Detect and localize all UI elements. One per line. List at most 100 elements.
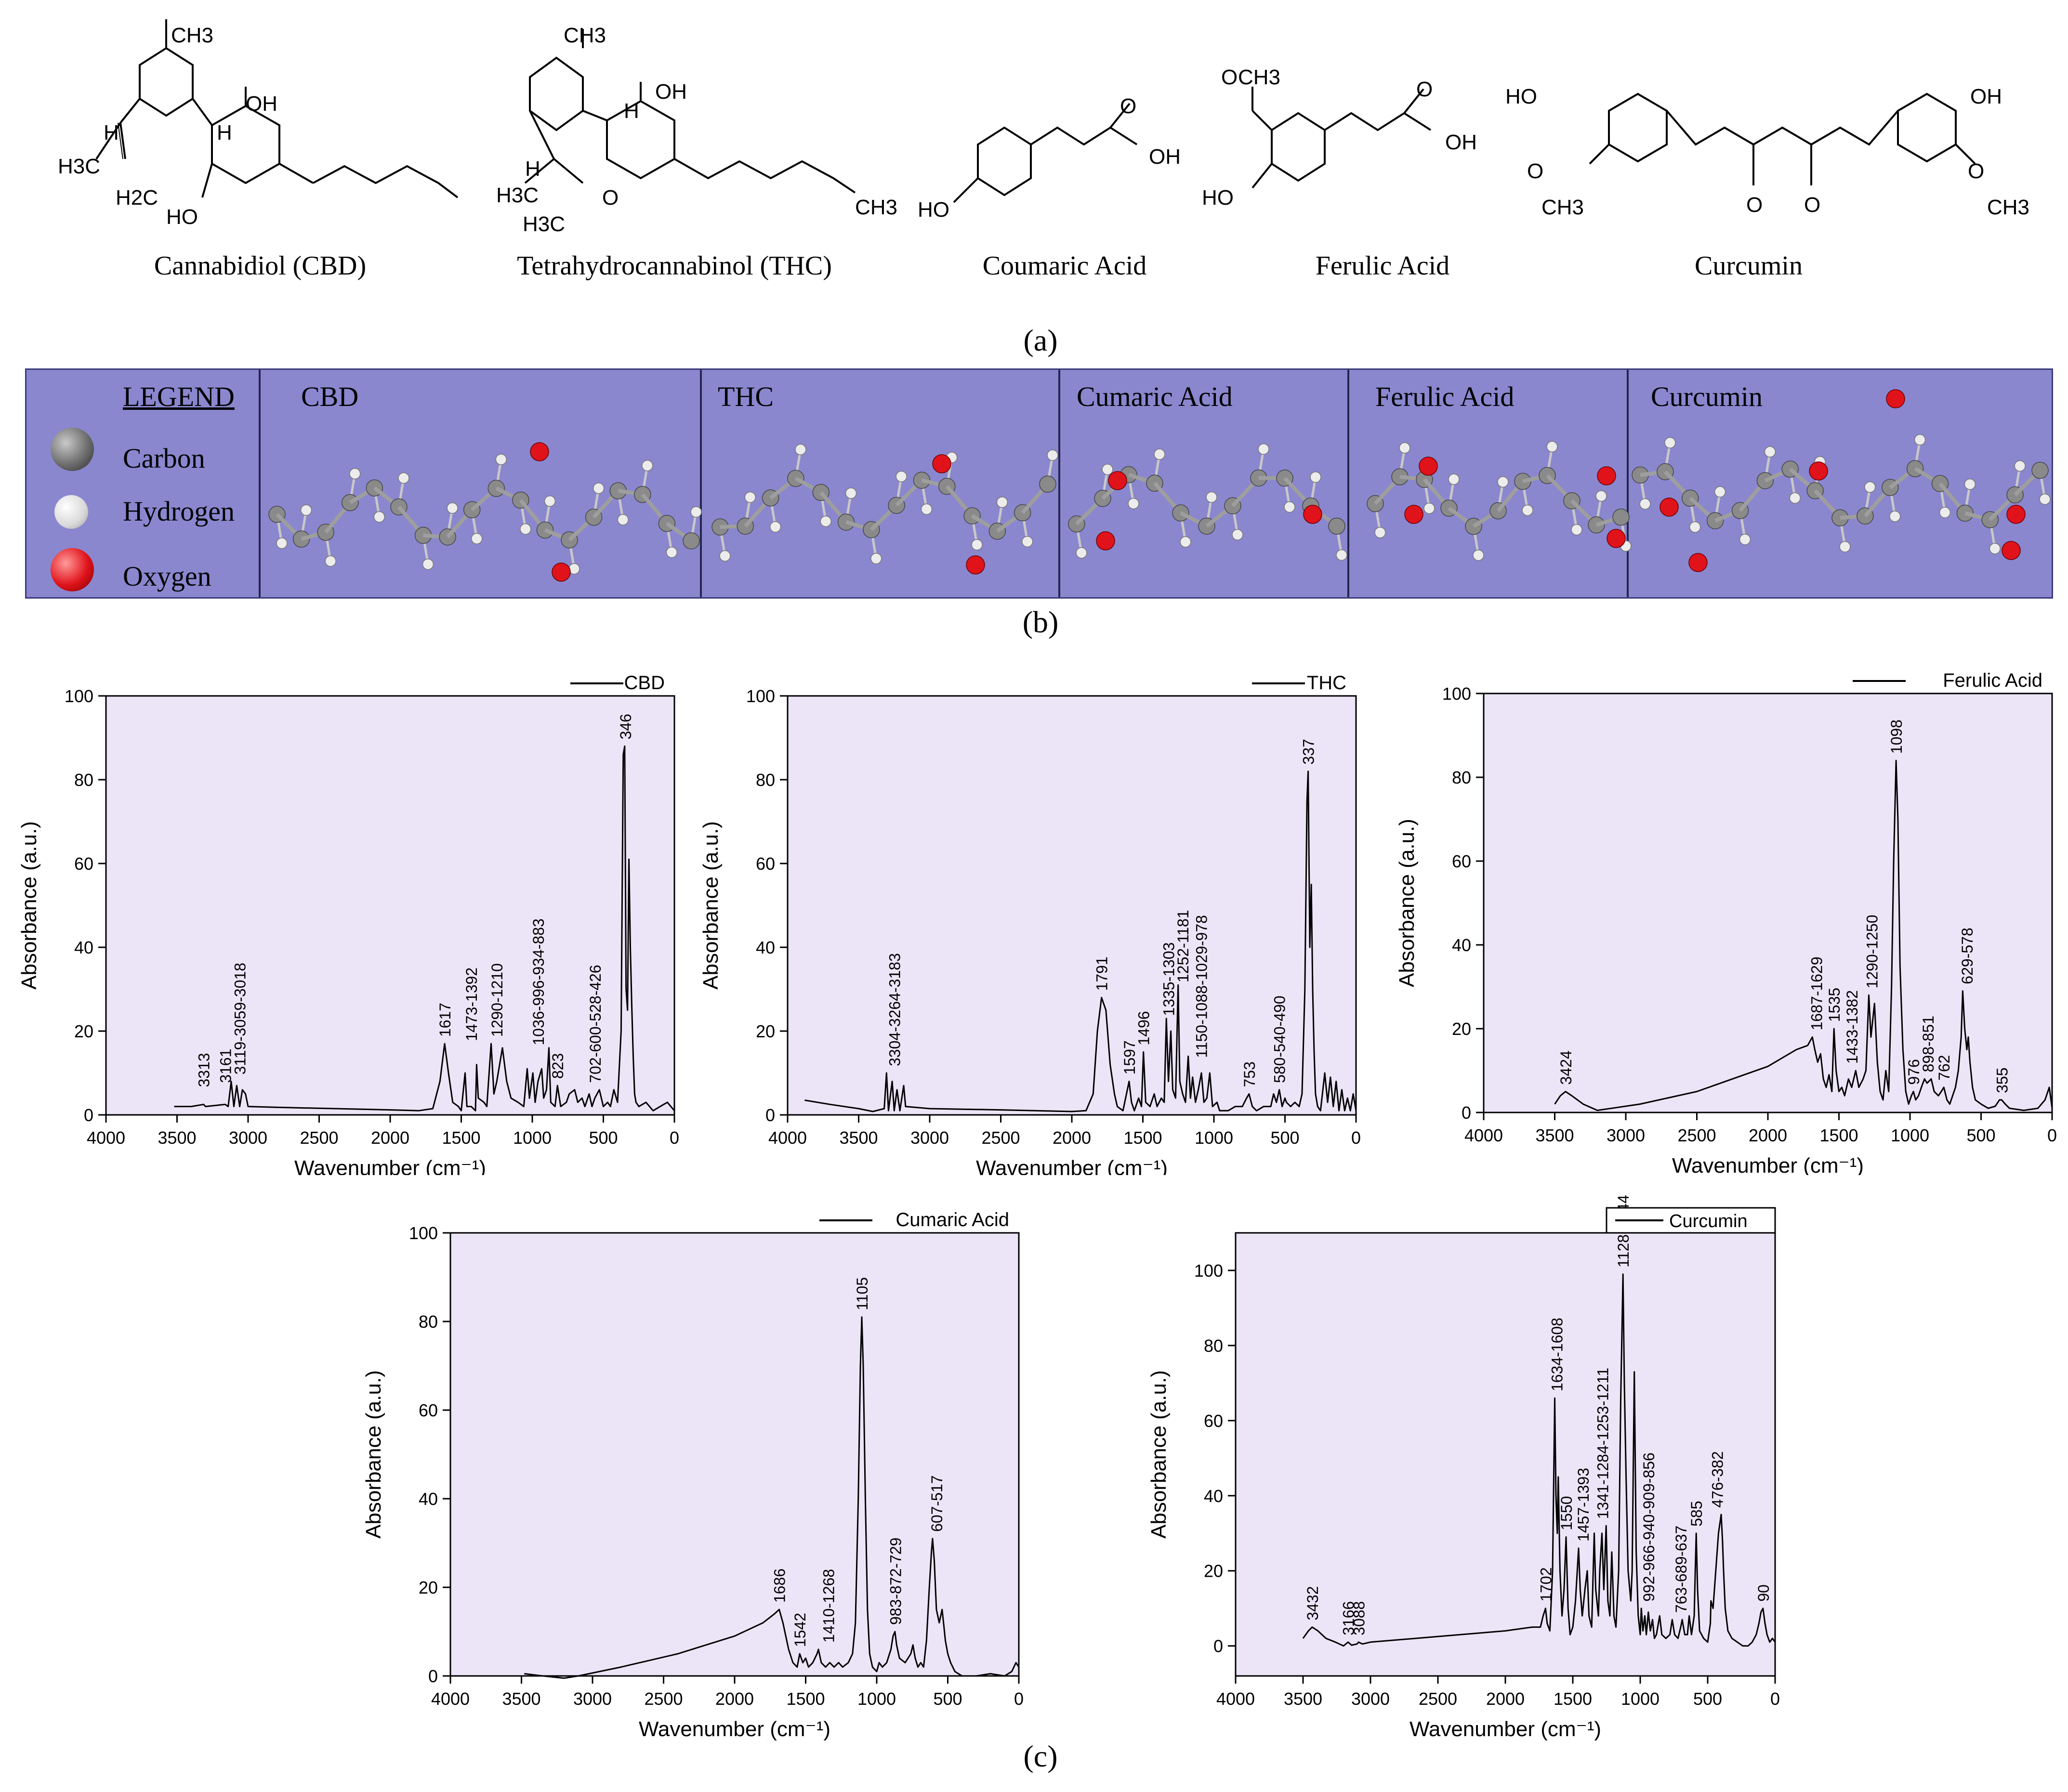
band-divider — [700, 370, 702, 597]
cbd-atom-h2c: H2C — [116, 186, 158, 209]
legend-oxygen: Oxygen — [123, 561, 211, 592]
x-tick-label: 1500 — [1123, 1128, 1162, 1148]
hydrogen-atom — [1989, 543, 2001, 554]
x-tick-label: 3000 — [910, 1128, 949, 1148]
hydrogen-atom — [1128, 497, 1139, 510]
band-title-ferulic: Ferulic Acid — [1375, 381, 1515, 412]
y-tick-label: 20 — [74, 1021, 93, 1041]
hydrogen-atom — [1497, 476, 1509, 488]
x-axis-label: Wavenumber (cm⁻¹) — [294, 1156, 486, 1175]
x-tick-label: 2000 — [1749, 1125, 1787, 1145]
hydrogen-atom — [1864, 481, 1876, 493]
hydrogen-atom — [1310, 471, 1321, 483]
x-tick-label: 1000 — [1195, 1128, 1233, 1148]
peak-label: 1252-1181 — [1174, 910, 1192, 982]
carbon-atom — [1588, 516, 1605, 534]
peak-label: 3313 — [196, 1053, 213, 1087]
legend-label: CBD — [624, 672, 665, 693]
oxygen-atom — [1688, 553, 1708, 572]
x-tick-label: 4000 — [1464, 1125, 1503, 1145]
carbon-atom — [683, 532, 700, 549]
hydrogen-atom — [1789, 492, 1801, 504]
cbd-atom-ho: HO — [166, 205, 198, 229]
hydrogen-atom — [971, 539, 983, 550]
hydrogen-atom — [349, 468, 361, 480]
carbon-ball-icon — [51, 428, 94, 471]
oxygen-atom — [530, 442, 549, 461]
band-divider — [1627, 370, 1629, 597]
x-tick-label: 500 — [1270, 1128, 1299, 1148]
thc-atom-ch3: CH3 — [564, 24, 606, 47]
y-tick-label: 100 — [1442, 684, 1471, 704]
x-tick-label: 4000 — [768, 1128, 807, 1148]
x-tick-label: 4000 — [1216, 1689, 1255, 1709]
hydrogen-atom — [1047, 449, 1058, 461]
peak-label: 1496 — [1135, 1011, 1153, 1045]
y-tick-label: 0 — [428, 1666, 438, 1686]
hydrogen-ball-icon — [54, 495, 88, 529]
hydrogen-atom — [1021, 536, 1033, 548]
y-tick-label: 40 — [756, 938, 775, 957]
peak-label: 3119-3059-3018 — [232, 963, 249, 1074]
oxygen-atom — [1809, 461, 1828, 481]
x-tick-label: 2000 — [371, 1128, 409, 1148]
x-tick-label: 0 — [670, 1128, 679, 1148]
peak-label: 898-851 — [1920, 1016, 1937, 1072]
hydrogen-atom — [996, 497, 1008, 508]
y-tick-label: 0 — [84, 1105, 93, 1125]
peak-label: 992-966-940-909-856 — [1640, 1452, 1658, 1602]
hydrogen-atom — [1639, 498, 1651, 510]
hydrogen-atom — [1764, 446, 1776, 458]
hydrogen-atom — [1473, 549, 1484, 561]
x-tick-label: 1500 — [786, 1689, 825, 1709]
carbon-atom — [292, 530, 310, 548]
peak-label: 346 — [617, 714, 634, 739]
thc-atom-h1: H — [624, 99, 639, 123]
thc-structure — [524, 29, 856, 194]
panel-label-c: (c) — [1023, 1739, 1058, 1773]
oxygen-atom — [1404, 505, 1423, 524]
thc-atom-h3c-2: H3C — [523, 212, 565, 236]
hydrogen-atom — [642, 459, 653, 471]
peak-label: 1410-1268 — [820, 1569, 838, 1643]
peak-label: 1687-1629 — [1808, 956, 1825, 1030]
y-axis-label: Absorbance (a.u.) — [17, 821, 41, 990]
hydrogen-atom — [690, 506, 702, 518]
y-tick-label: 80 — [1204, 1336, 1223, 1356]
curcumin-atom-o3: O — [1804, 193, 1820, 217]
legend-label: Curcumin — [1669, 1211, 1748, 1231]
peak-label: 1535 — [1826, 988, 1843, 1022]
hydrogen-atom — [520, 523, 531, 535]
oxygen-atom — [552, 562, 571, 582]
x-tick-label: 2500 — [644, 1689, 683, 1709]
hydrogen-atom — [870, 552, 882, 564]
hydrogen-atom — [1399, 442, 1410, 454]
panel-label-b: (b) — [1022, 605, 1059, 639]
x-tick-label: 4000 — [431, 1689, 470, 1709]
peak-label: 3166 — [1340, 1601, 1357, 1635]
y-tick-label: 80 — [756, 770, 775, 790]
structure-drawings — [95, 19, 1976, 203]
ferulic-atom-ho: HO — [1202, 186, 1234, 209]
oxygen-ball-icon — [51, 548, 94, 591]
peak-label: 3088 — [1350, 1601, 1368, 1635]
x-tick-label: 1000 — [513, 1128, 552, 1148]
peak-label: 607-517 — [928, 1475, 946, 1531]
peak-label: 629-578 — [1959, 928, 1976, 984]
y-tick-label: 80 — [419, 1312, 438, 1332]
ball-and-stick-models — [268, 389, 2051, 582]
spectrum-line — [174, 745, 675, 1112]
peak-label: 337 — [1300, 739, 1317, 764]
hydrogen-atom — [544, 495, 556, 507]
legend-hydrogen: Hydrogen — [123, 496, 235, 527]
band-title-curcumin: Curcumin — [1651, 381, 1763, 412]
coumaric-structure — [953, 103, 1138, 203]
ferulic-structure — [1251, 87, 1432, 189]
y-tick-label: 100 — [65, 686, 93, 706]
plot-area — [1483, 693, 2053, 1113]
x-tick-label: 3500 — [1535, 1125, 1574, 1145]
peak-label: 1791 — [1093, 956, 1111, 991]
